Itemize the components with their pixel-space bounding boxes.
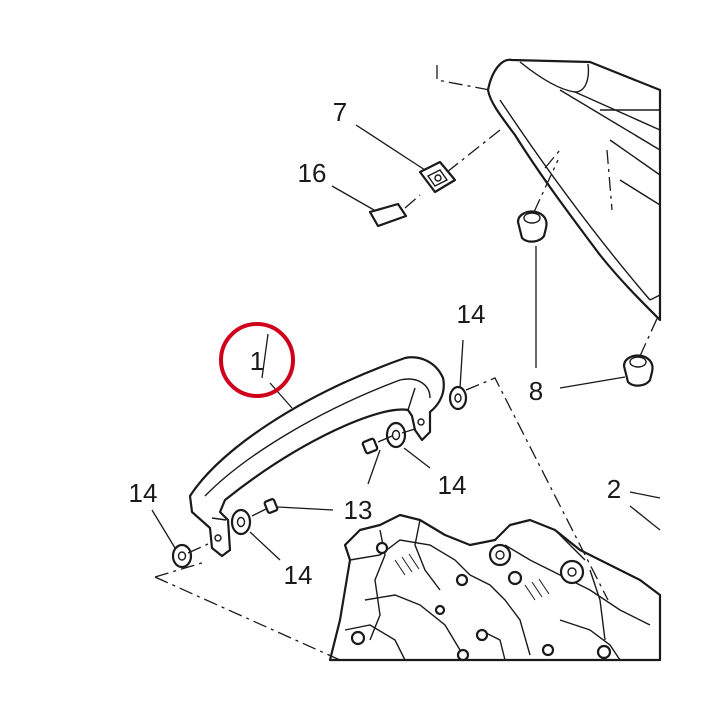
callout-14-mid: 14 [438,470,467,500]
callout-1: 1 [250,346,264,376]
leader-lines [151,124,661,561]
grab-handle-part [188,356,445,558]
callout-14-left: 14 [129,478,158,508]
callout-8: 8 [529,376,543,406]
callout-2: 2 [607,474,621,504]
washer-14-right [448,385,468,411]
callout-16: 16 [298,158,327,188]
washer-14-center-left [230,508,252,536]
callout-7: 7 [333,97,347,127]
rear-subframe-part [328,513,662,662]
pad-16 [368,202,408,228]
highlight-circle [219,322,295,398]
bolt-13-lower [251,498,279,517]
callout-14-bottom: 14 [284,560,313,590]
tail-cover-part [486,58,662,322]
grommet-8-upper [516,210,548,243]
bolt-13-upper [361,435,393,455]
grommet-8-lower [622,354,654,387]
callout-13: 13 [344,495,373,525]
assembly-centerlines [154,65,661,661]
washer-14-left [171,543,193,569]
callout-14-top: 14 [457,299,486,329]
washer-14-middle [385,421,407,449]
speed-nut-7 [418,160,457,194]
